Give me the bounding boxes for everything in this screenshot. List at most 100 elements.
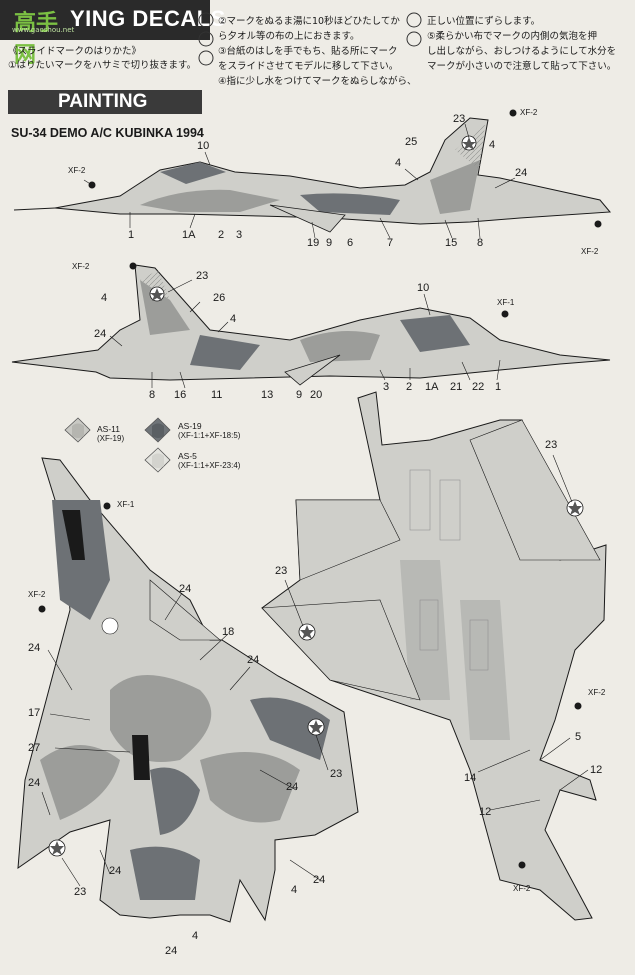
aircraft-title: SU-34 DEMO A/C KUBINKA 1994 [11,126,204,140]
fuselage-bottom-side [11,264,611,381]
swatch-as5 [144,447,171,473]
star-insignia-top-side [461,135,477,151]
swatch-as11-mix: (XF-19) [97,434,125,443]
callout: 18 [222,626,235,638]
callout: 13 [261,389,274,401]
swatch-as5-mix: (XF-1:1+XF-23:4) [178,461,241,470]
decal-step-2a: ②マークをぬるま湯に10秒ほどひたしてか [218,16,400,27]
logo-url: www.gaoshou.net [12,26,75,34]
callout: 14 [464,772,477,784]
decal-step-1: ①はりたいマークをハサミで切り抜きます。 [8,60,197,71]
side-view-top [13,109,612,239]
callout: 24 [28,777,41,789]
star-insignia-plan-top-right [307,718,325,736]
callout: 24 [247,654,260,666]
callout: 23 [196,270,209,282]
callout: 11 [211,389,223,401]
paint-ref: XF-2 [513,884,531,893]
callout: 1 [495,381,502,393]
callout: 4 [101,292,108,304]
decal-step-5b: し出しながら、おしつけるようにして水分を [427,46,617,57]
swatch-as19-mix: (XF-1:1+XF-18:5) [178,431,241,440]
callout: 4 [230,313,237,325]
swatch-as19-code: AS-19 [178,421,202,431]
decal-subhead: 《スライドマークのはりかた》 [8,46,142,57]
callout: 15 [445,237,458,249]
paint-ref: XF-2 [588,688,606,697]
callout: 12 [590,764,603,776]
callout: 4 [395,157,402,169]
callout: 27 [28,742,41,754]
callout: 9 [296,389,303,401]
paint-swatches [64,417,171,473]
callout: 24 [109,865,122,877]
swatch-as5-code: AS-5 [178,451,197,461]
side-view-bottom [11,262,611,389]
callout: 8 [477,237,484,249]
callout: 1 [128,229,135,241]
callout: 24 [179,583,192,595]
callout: 2 [218,229,225,241]
star-insignia-plan-top-left [48,839,66,857]
header-band [0,0,210,40]
decal-step-4: ④指に少し水をつけてマークをぬらしながら、 [218,76,417,87]
callout: 16 [174,389,187,401]
callout: 21 [450,381,463,393]
decal-step-3a: ③台紙のはしを手でもち、貼る所にマーク [218,46,398,57]
callout: 2 [406,381,413,393]
callout: 24 [313,874,326,886]
callout: 23 [275,565,288,577]
plan-view-top [17,457,359,923]
callout: 5 [575,731,582,743]
star-insignia-bottom-side [149,286,165,302]
site-logo: 高手网 [6,3,66,68]
decal-step-3b: をスライドさせてモデルに移して下さい。 [218,61,399,72]
decal-step-2b: ら夕オル等の布の上におきます。 [218,31,360,42]
callout: 23 [545,439,558,451]
callout: 3 [236,229,243,241]
paint-ref: XF-1 [497,298,515,307]
callout: 25 [405,136,418,148]
star-insignia-plan-bottom-left [298,623,316,641]
callout: 20 [310,389,323,401]
swatch-as11 [64,417,91,443]
paint-ref: XF-2 [520,108,538,117]
star-insignia-plan-bottom-right [566,499,584,517]
swatch-as11-code: AS-11 [97,424,120,434]
callout: 24 [28,642,41,654]
decal-steps-col3: 正しい位置にずらします。 ⑤柔らかい布でマークの内側の気泡を押 し出しながら、お… [427,14,632,74]
callout: 23 [330,768,343,780]
plan-view-bottom [261,391,607,921]
paint-ref: XF-2 [68,166,86,175]
callout: 24 [165,945,178,957]
logo-text: 高手网 [14,11,59,68]
callout: 4 [489,139,496,151]
decal-step-4b: 正しい位置にずらします。 [427,16,541,27]
callout: 24 [286,781,299,793]
callout: 1A [182,229,196,241]
paint-ref: XF-1 [117,500,135,509]
callout: 9 [326,237,333,249]
callout: 10 [417,282,430,294]
callout: 23 [74,886,87,898]
paint-ref: XF-2 [28,590,46,599]
callout: 26 [213,292,226,304]
paint-ref: XF-2 [581,247,599,256]
callout: 23 [453,113,466,125]
callout: 24 [94,328,107,340]
callout: 4 [291,884,298,896]
callout: 1A [425,381,439,393]
callout: 22 [472,381,485,393]
callout: 7 [387,237,394,249]
paint-ref: XF-2 [72,262,90,271]
painting-band [8,90,202,114]
decal-step-5a: ⑤柔らかい布でマークの内側の気泡を押 [427,31,598,42]
callout: 19 [307,237,320,249]
callout: 4 [192,930,199,942]
callout: 10 [197,140,210,152]
decal-step-5c: マークが小さいので注意して貼って下さい。 [427,61,617,72]
callout: 24 [515,167,528,179]
swatch-as19 [144,417,171,443]
